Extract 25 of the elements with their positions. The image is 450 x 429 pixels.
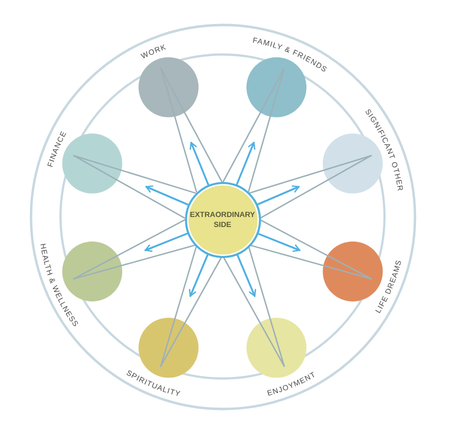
connector-line <box>223 256 285 367</box>
arrow <box>236 254 256 297</box>
arrow <box>188 254 209 297</box>
connector-line <box>249 154 372 194</box>
connector-line <box>160 68 222 182</box>
connector-line <box>260 219 372 280</box>
connector-line <box>73 154 196 194</box>
connector-line <box>260 154 372 219</box>
connector-line <box>73 154 186 219</box>
hub-circle <box>184 182 260 258</box>
connector-line <box>248 246 285 367</box>
connector-line <box>72 244 196 280</box>
connector-line <box>160 246 197 367</box>
arrow <box>144 232 188 252</box>
connector-line <box>72 219 186 280</box>
connector-line <box>222 68 285 182</box>
arrow <box>256 232 300 252</box>
arrow <box>190 142 210 186</box>
arrow <box>256 185 300 206</box>
connector-line <box>250 244 372 280</box>
connector-line <box>160 256 222 367</box>
connector-line <box>160 68 198 192</box>
connector-line <box>248 68 285 192</box>
arrow <box>145 185 188 206</box>
arrow <box>236 142 256 186</box>
